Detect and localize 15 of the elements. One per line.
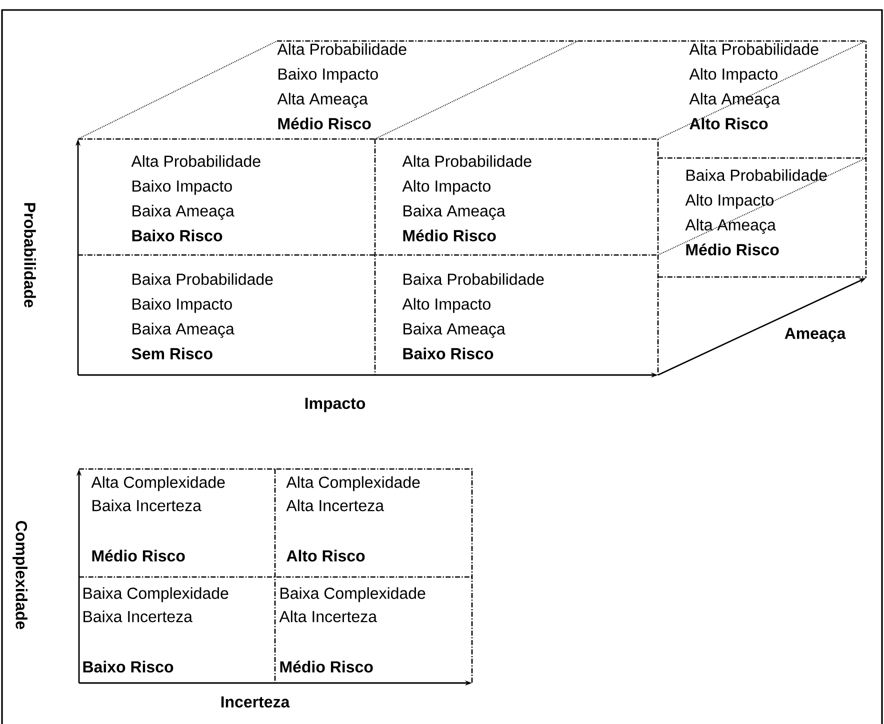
grid-cell: Baixa Probabilidade Alto Impacto Baixa Ameaça Baixo Risco bbox=[402, 273, 544, 360]
grid-cell: Baixa Complexidade Baixa Incerteza Baixo Risco bbox=[83, 587, 228, 673]
axis-label: Impacto bbox=[305, 398, 366, 412]
axis-label: Probabilidade bbox=[24, 203, 36, 308]
grid-cell: Baixa Probabilidade Baixo Impacto Baixa Ameaça Sem Risco bbox=[132, 273, 273, 360]
grid-cell: Alta Probabilidade Baixo Impacto Alta Ameaça Médio Risco bbox=[277, 43, 406, 130]
axis-label: Incerteza bbox=[221, 696, 290, 708]
grid-cell: Alta Probabilidade Baixo Impacto Baixa Ameaça Baixo Risco bbox=[131, 155, 260, 242]
grid-cell: Alta Probabilidade Alto Impacto Baixa Ameaça Médio Risco bbox=[402, 155, 532, 242]
axis-label: Ameaça bbox=[784, 328, 846, 342]
axis-label: Complexidade bbox=[12, 520, 28, 630]
grid-cell: Baixa Probabilidade Alto Impacto Alta Ameaça Médio Risco bbox=[685, 169, 827, 256]
grid-cell: Alta Complexidade Alta Incerteza Alto Risco bbox=[286, 476, 420, 562]
grid-cell: Baixa Complexidade Alta Incerteza Médio Risco bbox=[279, 587, 426, 673]
grid-cell: Alta Complexidade Baixa Incerteza Médio Risco bbox=[91, 476, 225, 562]
